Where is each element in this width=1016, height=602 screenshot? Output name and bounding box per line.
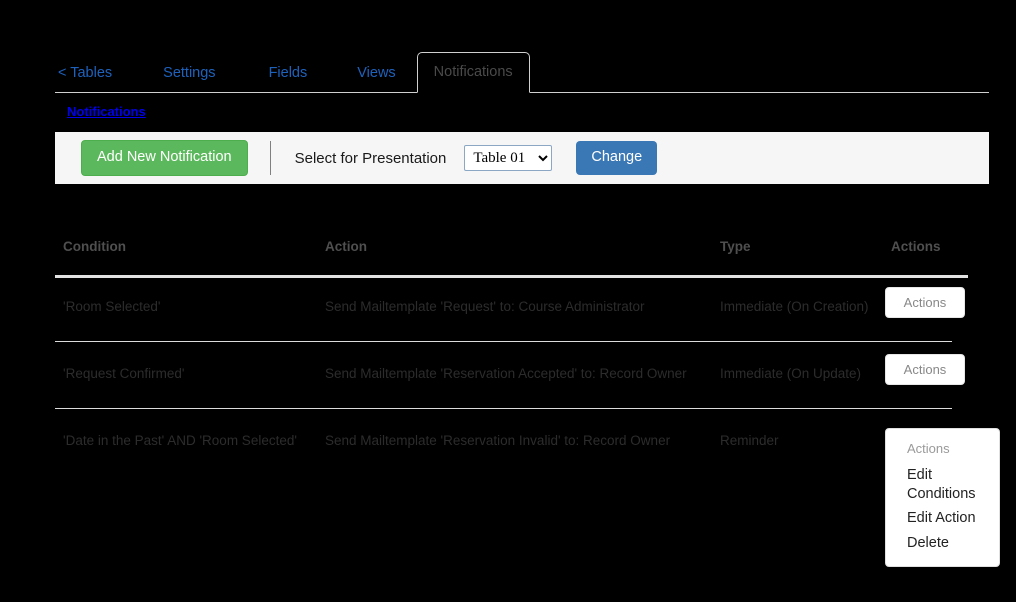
column-header-action: Action xyxy=(325,239,367,254)
dropdown-header: Actions xyxy=(907,441,950,456)
tab-notifications[interactable]: Notifications xyxy=(416,51,530,93)
column-header-condition: Condition xyxy=(63,239,126,254)
cell-type: Reminder xyxy=(720,433,779,448)
row-divider xyxy=(55,408,952,409)
table-row: 'Room Selected' Send Mailtemplate 'Reque… xyxy=(55,275,989,342)
breadcrumb-notifications[interactable]: Notifications xyxy=(67,104,146,119)
notifications-table: Condition Action Type Actions 'Room Sele… xyxy=(55,225,989,476)
row-actions-dropdown-menu: Actions Edit Conditions Edit Action Dele… xyxy=(885,428,1000,568)
notifications-toolbar: Add New Notification Select for Presenta… xyxy=(55,132,989,184)
select-for-presentation-label: Select for Presentation xyxy=(294,149,447,167)
table-header-row: Condition Action Type Actions xyxy=(55,225,989,278)
add-new-notification-button[interactable]: Add New Notification xyxy=(81,140,248,176)
menu-item-edit-conditions[interactable]: Edit Conditions xyxy=(907,467,976,502)
tab-settings[interactable]: Settings xyxy=(163,64,216,81)
row-actions-button[interactable]: Actions xyxy=(885,354,965,385)
row-actions-button[interactable]: Actions xyxy=(885,287,965,318)
menu-item-delete[interactable]: Delete xyxy=(907,534,949,551)
change-button[interactable]: Change xyxy=(576,141,658,175)
tab-views[interactable]: Views xyxy=(357,64,396,81)
toolbar-divider xyxy=(269,141,271,175)
cell-action: Send Mailtemplate 'Reservation Invalid' … xyxy=(325,433,671,448)
cell-condition: 'Request Confirmed' xyxy=(63,366,185,381)
presentation-table-select[interactable]: Table 01 xyxy=(464,145,553,171)
table-row: 'Date in the Past' AND 'Room Selected' S… xyxy=(55,409,989,476)
cell-action: Send Mailtemplate 'Reservation Accepted'… xyxy=(325,366,687,381)
row-divider xyxy=(55,341,952,342)
cell-condition: 'Date in the Past' AND 'Room Selected' xyxy=(63,433,297,448)
table-row: 'Request Confirmed' Send Mailtemplate 'R… xyxy=(55,342,989,409)
tab-fields[interactable]: Fields xyxy=(268,64,308,81)
cell-condition: 'Room Selected' xyxy=(63,299,161,314)
column-header-actions: Actions xyxy=(891,239,941,254)
cell-action: Send Mailtemplate 'Request' to: Course A… xyxy=(325,299,645,314)
column-header-type: Type xyxy=(720,239,751,254)
cell-type: Immediate (On Update) xyxy=(720,366,862,381)
main-tab-bar: < Tables Settings Fields Views Notificat… xyxy=(55,46,989,93)
table-header-rule xyxy=(55,275,968,278)
tab-tables[interactable]: < Tables xyxy=(58,64,113,81)
cell-type: Immediate (On Creation) xyxy=(720,299,869,314)
menu-item-edit-action[interactable]: Edit Action xyxy=(907,510,976,527)
